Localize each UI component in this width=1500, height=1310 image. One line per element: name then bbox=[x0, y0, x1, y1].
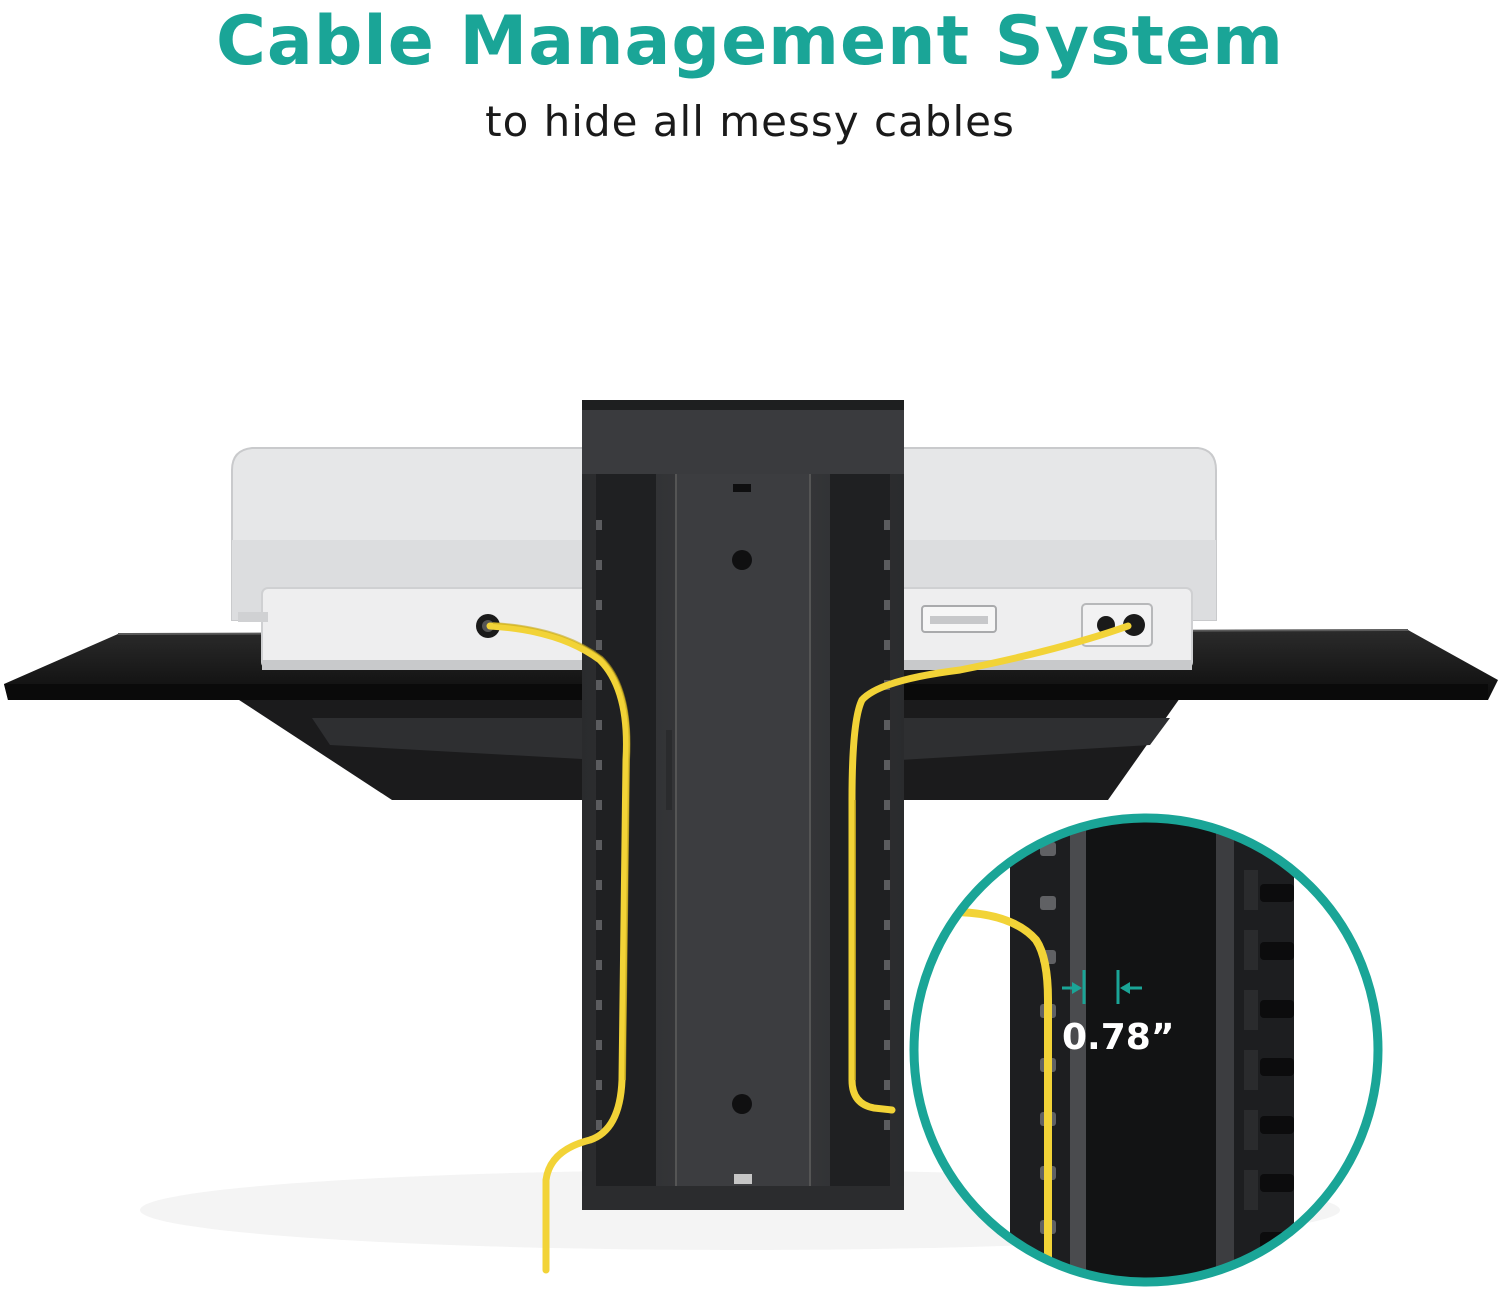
page-subtitle: to hide all messy cables bbox=[485, 97, 1015, 146]
yellow-cables bbox=[486, 622, 1132, 1274]
dimension-arrows-icon bbox=[1062, 970, 1142, 1004]
zoom-cable bbox=[936, 907, 1052, 1282]
zoom-callout bbox=[909, 813, 1383, 1287]
cable-right bbox=[848, 622, 1132, 1114]
media-device bbox=[231, 447, 1217, 670]
page-title: Cable Management System bbox=[215, 2, 1285, 81]
gap-measurement-label: 0.78” bbox=[1062, 1017, 1175, 1058]
cable-left bbox=[486, 622, 630, 1274]
